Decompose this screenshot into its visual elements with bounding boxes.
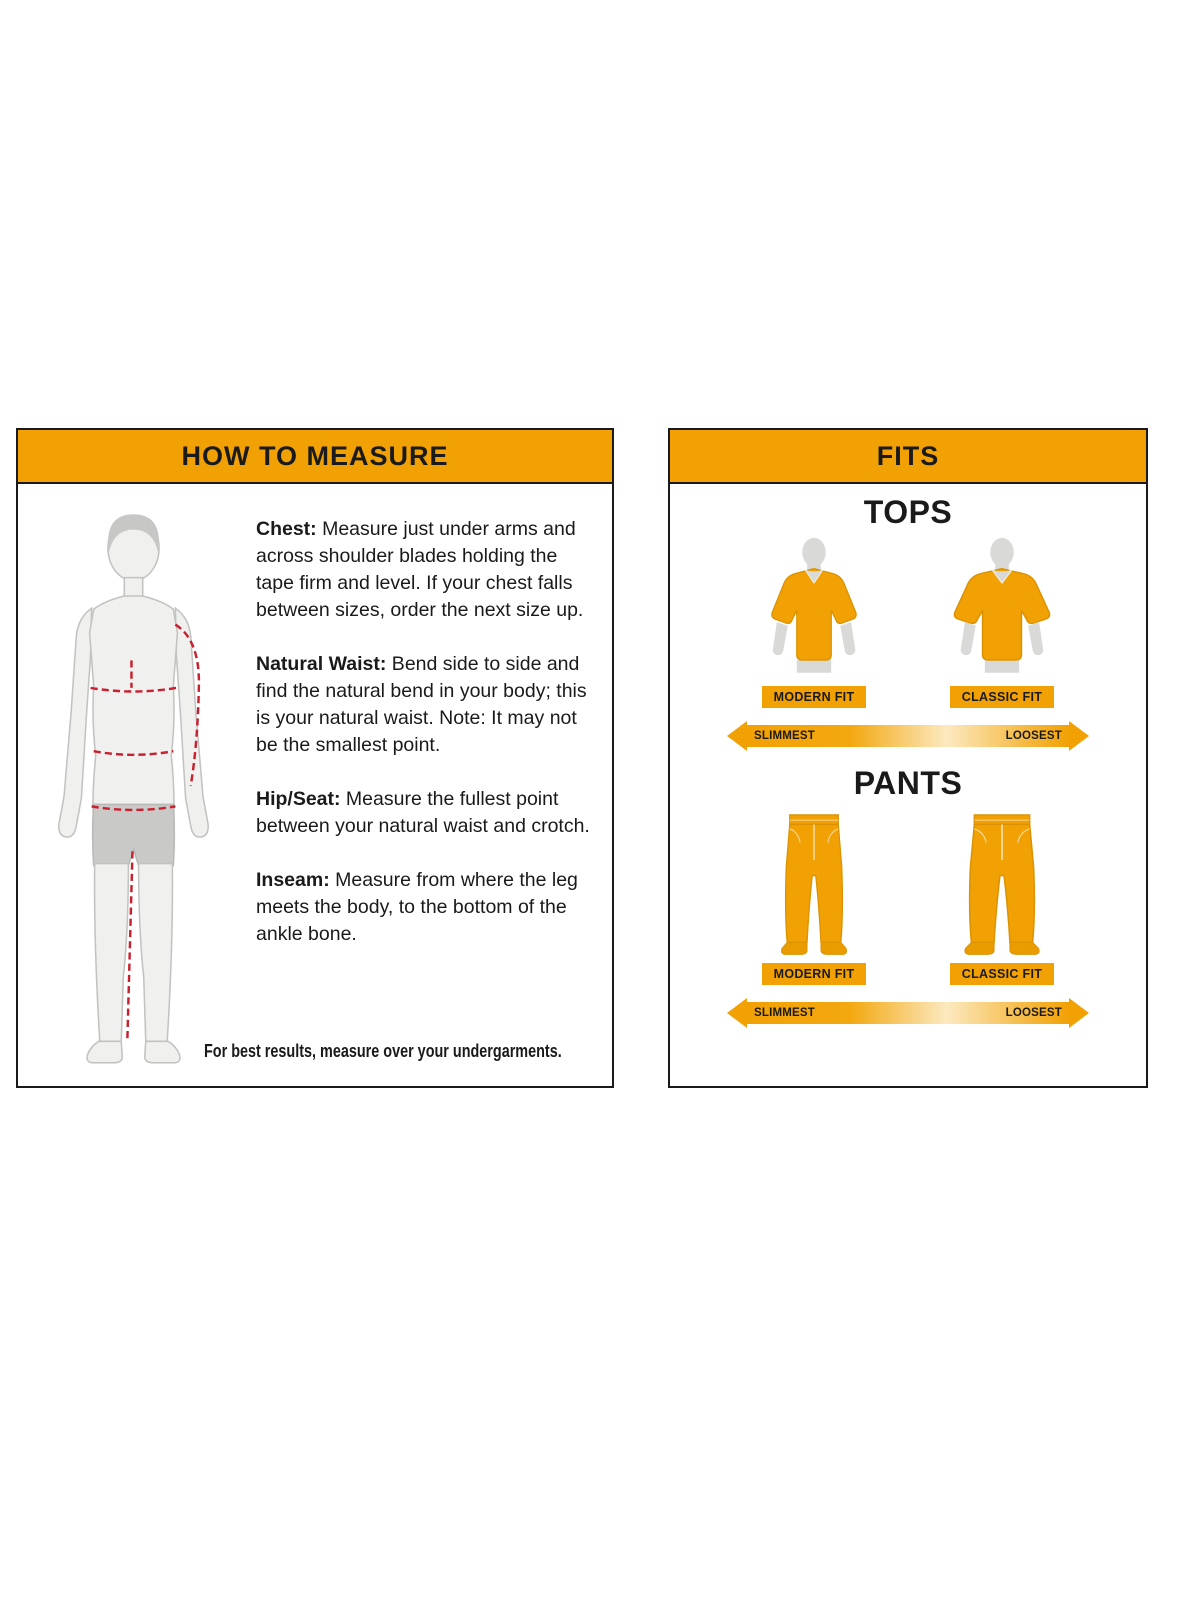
measure-section-hip-text: Measure the fullest point between your n… [256,788,590,837]
fits-panel: FITS TOPS [668,428,1148,1088]
pants-classic-fit-label: CLASSIC FIT [949,963,1055,985]
pants-heading: PANTS [853,765,963,801]
pants-fit-scale-bar: SLIMMEST LOOSEST [747,1002,1069,1024]
measure-footnote: For best results, measure over your unde… [204,1041,562,1061]
measure-panel-header: HOW TO MEASURE [18,430,612,484]
fits-panel-body: TOPS [670,484,1146,1086]
tops-figures-row: MODERN FIT [739,537,1077,708]
measure-section-inseam-label: Inseam: [256,869,330,891]
tops-heading: TOPS [863,494,953,530]
tops-classic-fit: CLASSIC FIT [927,537,1077,708]
measure-section-chest-label: Chest: [256,518,317,540]
pants-modern-fit-label: MODERN FIT [761,963,867,985]
fits-panel-header: FITS [670,430,1146,484]
measure-section-inseam: Inseam: Measure from where the leg meets… [256,867,592,948]
measure-section-waist-label: Natural Waist: [256,653,387,675]
arrow-right-icon [1069,721,1089,751]
tops-fit-scale-bar: SLIMMEST LOOSEST [747,725,1069,747]
tops-modern-fit: MODERN FIT [739,537,889,708]
arrow-left-icon [727,721,747,751]
tops-classic-fit-label: CLASSIC FIT [949,686,1055,708]
pants-slimmest-label: SLIMMEST [754,1007,816,1019]
tshirt-modern-fit-icon [755,537,873,680]
measure-section-chest-text: Measure just under arms and across shoul… [256,518,584,621]
body-measurement-figure-icon [26,502,246,1077]
fits-panel-title: FITS [876,440,940,471]
how-to-measure-panel: HOW TO MEASURE [16,428,614,1088]
pants-classic-fit: CLASSIC FIT [927,808,1077,985]
tops-loosest-label: LOOSEST [1005,730,1062,742]
measure-section-waist-text: Bend side to side and find the natural b… [256,653,587,756]
measure-section-waist: Natural Waist: Bend side to side and fin… [256,651,592,759]
arrow-left-icon [727,998,747,1028]
pants-figures-row: MODERN FIT [739,808,1077,985]
measure-panel-title: HOW TO MEASURE [181,440,449,471]
tshirt-classic-fit-icon [943,537,1061,680]
pants-loosest-label: LOOSEST [1005,1007,1062,1019]
arrow-right-icon [1069,998,1089,1028]
measure-section-chest: Chest: Measure just under arms and acros… [256,516,592,624]
tops-slimmest-label: SLIMMEST [754,730,816,742]
pants-classic-fit-icon [950,808,1054,957]
pants-fit-scale: SLIMMEST LOOSEST [727,998,1089,1028]
tops-modern-fit-label: MODERN FIT [761,686,867,708]
pants-modern-fit: MODERN FIT [739,808,889,985]
tops-fit-scale: SLIMMEST LOOSEST [727,721,1089,751]
measure-instructions: Chest: Measure just under arms and acros… [256,516,592,975]
measure-panel-body: Chest: Measure just under arms and acros… [18,484,612,1086]
measure-section-hip: Hip/Seat: Measure the fullest point betw… [256,786,592,840]
pants-modern-fit-icon [762,808,866,957]
measure-section-hip-label: Hip/Seat: [256,788,341,810]
measure-section-inseam-text: Measure from where the leg meets the bod… [256,869,578,945]
